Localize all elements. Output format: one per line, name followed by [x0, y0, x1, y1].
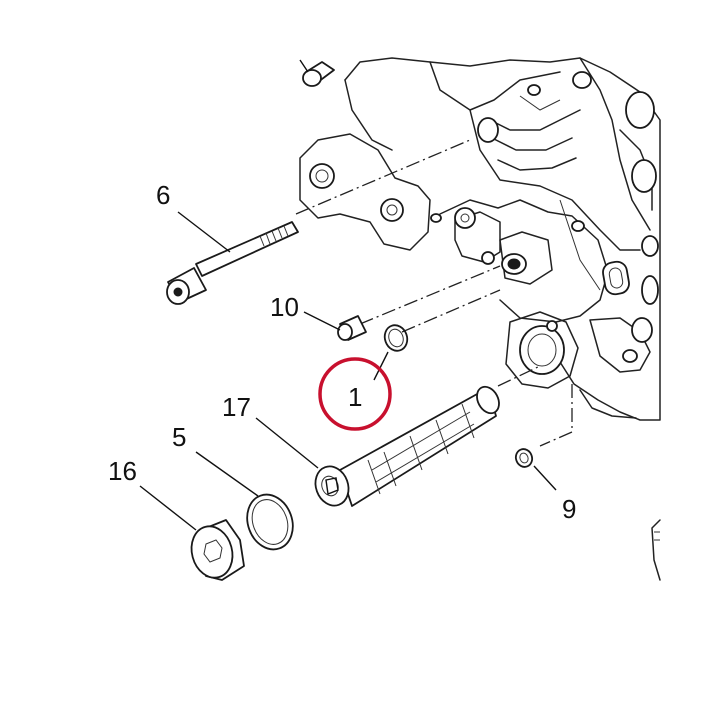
callout-9: 9: [562, 494, 576, 524]
part-1-oring: [373, 324, 409, 381]
top-sleeve: [299, 59, 335, 87]
callout-16: 16: [108, 456, 137, 486]
part-16-plug: [139, 485, 245, 581]
callout-10: 10: [270, 292, 299, 322]
assembly-lines: [295, 139, 573, 447]
highlight-circle: [318, 357, 392, 431]
callout-17: 17: [222, 392, 251, 422]
part-10-dowel: [303, 311, 367, 341]
callout-1: 1: [348, 382, 362, 412]
callout-5: 5: [172, 422, 186, 452]
callout-6: 6: [156, 180, 170, 210]
part-9-oring: [514, 448, 557, 491]
part-5-oring: [195, 451, 294, 551]
crankcase-housing: [299, 57, 661, 421]
part-17-filter: [255, 385, 500, 507]
part-6-bolt: [166, 211, 299, 305]
edge-fitting: [651, 519, 661, 581]
